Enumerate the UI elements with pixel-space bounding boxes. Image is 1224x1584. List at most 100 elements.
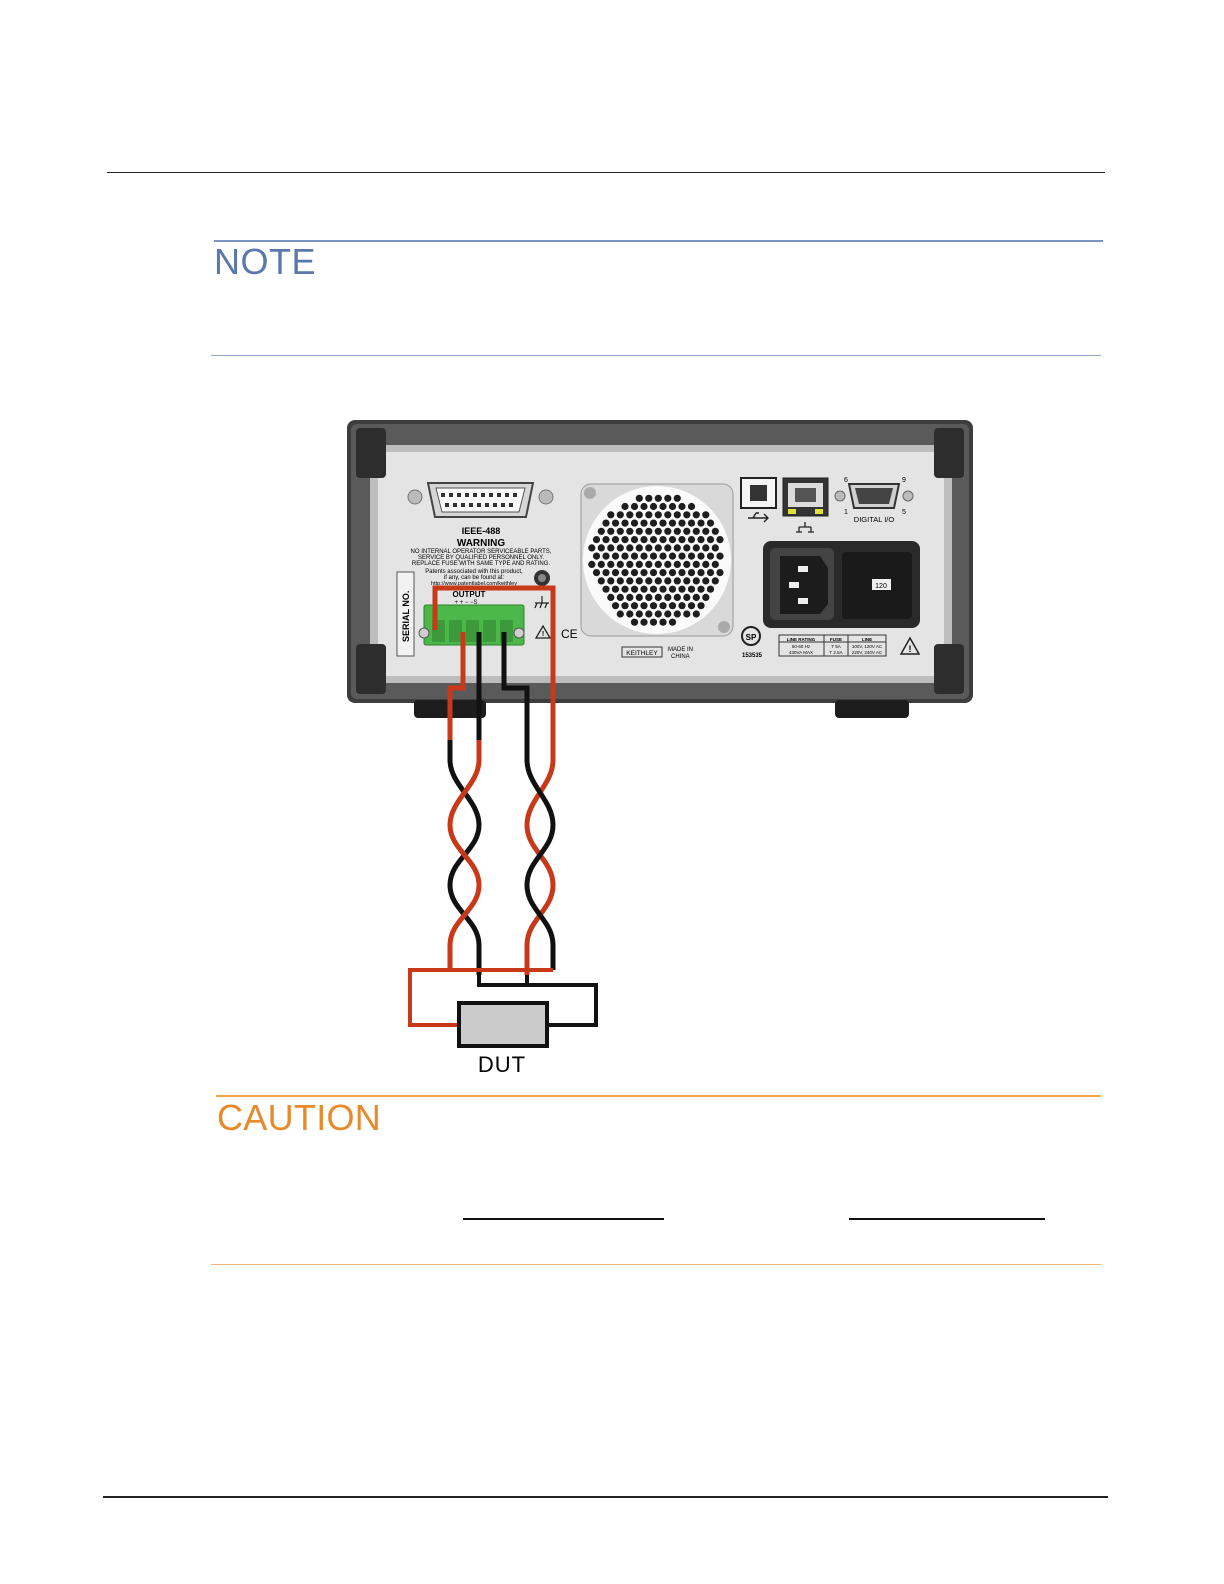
fan-hole xyxy=(630,519,639,527)
warning-triangle-icon xyxy=(899,636,921,655)
fan-hole xyxy=(692,577,700,585)
fan-hole xyxy=(697,519,705,527)
fan-hole xyxy=(649,552,658,560)
fan-hole xyxy=(678,602,686,610)
fan-hole xyxy=(588,560,596,569)
fan-hole xyxy=(683,577,691,585)
warning-triangle-icon xyxy=(534,624,552,639)
fan-hole xyxy=(588,544,596,552)
usb-icon xyxy=(748,512,769,523)
fan-hole xyxy=(683,560,691,569)
fan-hole xyxy=(683,610,691,618)
fan-hole xyxy=(645,527,653,535)
fan-hole xyxy=(626,511,634,519)
fan-hole xyxy=(640,536,648,544)
output-label: OUTPUT xyxy=(453,590,486,599)
fan-hole xyxy=(668,536,677,544)
voltage-selector: 120 xyxy=(875,583,887,590)
note-heading: NOTE xyxy=(214,241,317,282)
fan-hole xyxy=(621,536,629,544)
fan-hole xyxy=(702,511,710,519)
fan-hole xyxy=(640,502,648,511)
warning-line-1: NO INTERNAL OPERATOR SERVICEABLE PARTS, xyxy=(411,549,552,555)
fan-hole xyxy=(621,502,629,511)
fan-hole xyxy=(673,593,681,602)
fan-hole xyxy=(626,544,634,552)
fan-hole xyxy=(616,560,624,569)
fan-hole xyxy=(687,502,696,511)
fan-hole xyxy=(664,593,672,602)
fan-hole xyxy=(630,569,639,577)
fan-hole xyxy=(668,502,677,511)
fan-hole xyxy=(683,544,691,552)
svg-text:FUSE: FUSE xyxy=(830,637,842,642)
fan-hole xyxy=(649,536,658,544)
link-underline-2[interactable] xyxy=(849,1218,1045,1220)
fan-hole xyxy=(616,577,624,585)
fan-hole xyxy=(673,610,681,618)
fan-grille xyxy=(580,483,734,637)
bumper-bottom-left xyxy=(356,644,386,694)
fan-hole xyxy=(635,527,643,535)
fan-hole xyxy=(654,610,662,618)
fan-hole xyxy=(630,552,639,560)
fan-hole xyxy=(607,527,615,535)
fan-hole xyxy=(697,536,705,544)
fan-hole xyxy=(654,593,662,602)
twisted-pair-right xyxy=(524,740,556,975)
fan-hole xyxy=(659,519,667,527)
fan-hole xyxy=(678,585,686,593)
patents-line-2: if any, can be found at: xyxy=(444,575,505,581)
fan-hole xyxy=(664,527,672,535)
fan-hole xyxy=(654,577,662,585)
digital-io-label: DIGITAL I/O xyxy=(854,515,895,524)
fan-hole xyxy=(678,552,686,560)
fan-hole xyxy=(664,577,672,585)
fan-hole xyxy=(645,511,653,519)
csa-mark-icon xyxy=(741,626,761,646)
fan-hole xyxy=(592,569,601,577)
bumper-bottom-right xyxy=(934,644,964,694)
caution-heading: CAUTION xyxy=(217,1097,382,1138)
fan-hole xyxy=(664,544,672,552)
force-wire-red xyxy=(447,632,466,740)
fan-hole xyxy=(649,502,658,511)
fan-hole xyxy=(645,544,653,552)
fan-hole xyxy=(635,494,643,502)
fan-hole xyxy=(687,602,696,610)
fan-hole xyxy=(640,602,648,610)
fan-hole xyxy=(597,560,605,569)
fan-hole xyxy=(702,544,710,552)
fan-hole xyxy=(687,585,696,593)
page-top-rule xyxy=(107,172,1105,173)
digital-io-pin-1: 1 xyxy=(844,509,848,516)
fan-hole xyxy=(645,577,653,585)
fan-hole xyxy=(683,511,691,519)
ieee-488-connector xyxy=(407,482,554,518)
fan-hole xyxy=(645,560,653,569)
fan-hole xyxy=(668,552,677,560)
fan-hole xyxy=(687,536,696,544)
caution-top-rule xyxy=(216,1095,1101,1097)
fan-hole xyxy=(621,585,629,593)
fan-hole xyxy=(645,494,653,502)
fan-hole xyxy=(654,544,662,552)
bumper-top-left xyxy=(356,428,386,478)
fan-hole xyxy=(687,552,696,560)
fan-hole xyxy=(649,618,658,626)
fan-hole xyxy=(626,577,634,585)
fan-hole xyxy=(597,577,605,585)
fan-hole xyxy=(678,536,686,544)
svg-text:T 2.5A: T 2.5A xyxy=(829,650,842,655)
fan-hole xyxy=(702,577,710,585)
fan-hole xyxy=(630,536,639,544)
dut-lead-black xyxy=(477,975,598,1027)
fan-hole xyxy=(611,602,620,610)
fan-hole xyxy=(649,519,658,527)
fan-hole xyxy=(687,569,696,577)
link-underline-1[interactable] xyxy=(463,1218,664,1220)
sense-wire-black xyxy=(501,632,530,740)
fan-hole xyxy=(640,519,648,527)
fan-hole xyxy=(621,552,629,560)
dut-lead-red xyxy=(408,968,460,1027)
